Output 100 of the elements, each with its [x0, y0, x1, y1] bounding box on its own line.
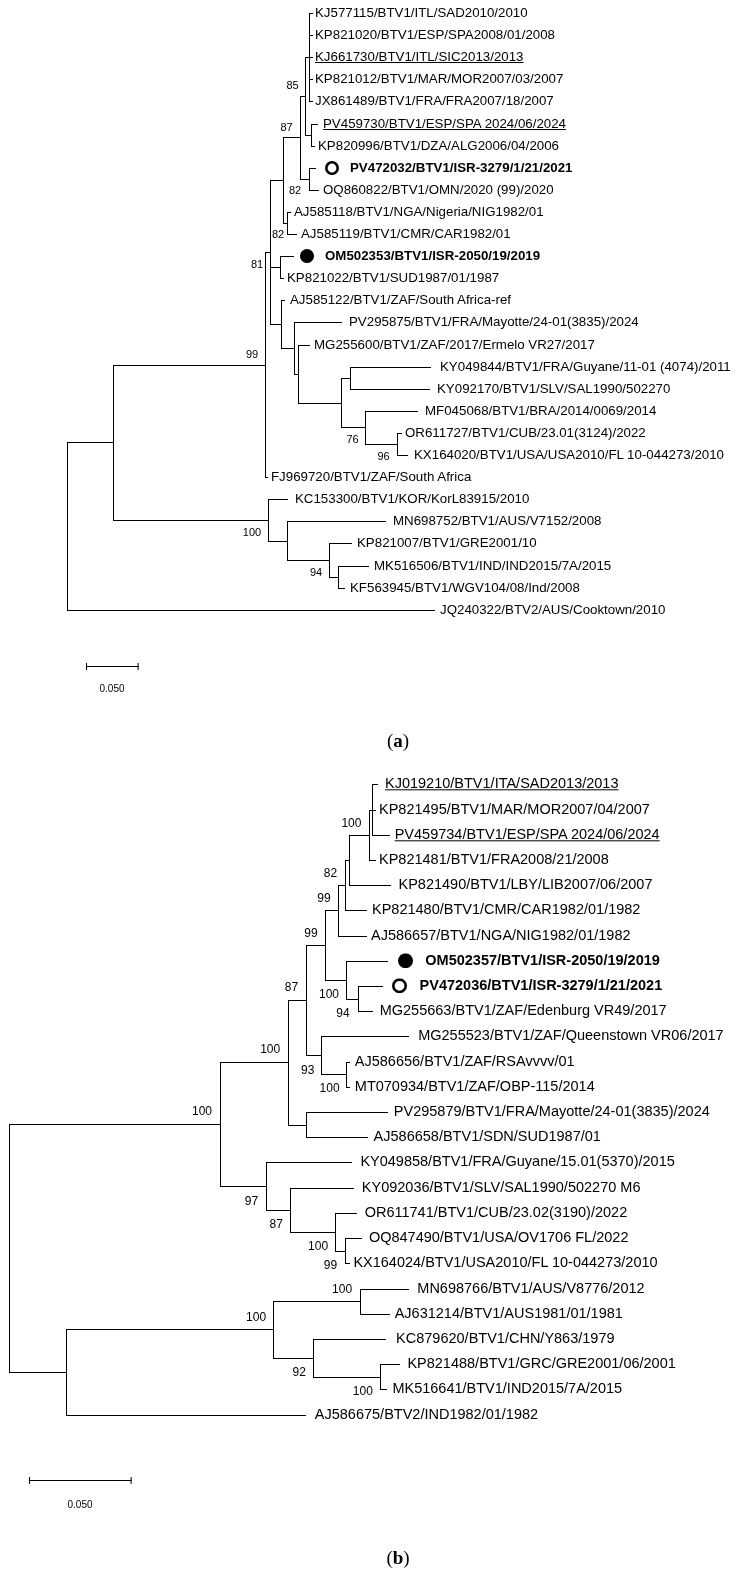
branch-line [220, 1186, 267, 1187]
branch-line [113, 520, 269, 521]
bootstrap-value: 87 [269, 1218, 283, 1230]
branch-line [338, 936, 368, 937]
bootstrap-value: 94 [336, 1007, 350, 1019]
branch-line [346, 1087, 351, 1088]
branch-line [341, 378, 351, 379]
branch-line [372, 784, 379, 785]
bootstrap-value: 93 [301, 1063, 315, 1076]
taxon-label: PV472036/BTV1/ISR-3279/1/21/2021 [419, 977, 663, 995]
branch-line [280, 256, 295, 257]
bootstrap-value: 100 [332, 1283, 353, 1296]
branch-line [335, 1213, 358, 1214]
taxon-label: MG255600/BTV1/ZAF/2017/Ermelo VR27/2017 [314, 336, 595, 353]
branch-line [283, 223, 288, 224]
branch-line [313, 1377, 381, 1378]
branch-line [220, 1062, 289, 1063]
branch-line [346, 961, 389, 962]
bootstrap-value: 87 [280, 121, 293, 133]
branch-line [309, 101, 314, 102]
branch-line [372, 810, 377, 811]
branch-line [9, 1372, 67, 1373]
bootstrap-value: 82 [271, 228, 285, 240]
branch-line [350, 367, 432, 368]
branch-line [287, 521, 387, 522]
branch-line [309, 190, 320, 191]
branch-line [66, 1329, 274, 1330]
taxon-label: KJ019210/BTV1/ITA/SAD2013/2013 [385, 775, 619, 793]
branch-line [270, 267, 281, 268]
branch-line [67, 610, 436, 611]
branch-line [345, 1263, 351, 1264]
branch-line [309, 57, 314, 58]
branch-line [288, 1000, 307, 1001]
taxon-label: KP821481/BTV1/FRA2008/21/2008 [379, 851, 609, 869]
taxon-label: KP821022/BTV1/SUD1987/01/1987 [287, 270, 500, 287]
branch-line [281, 348, 295, 349]
branch-line [372, 835, 391, 836]
taxon-label: OM502357/BTV1/ISR-2050/19/2019 [425, 952, 660, 970]
bootstrap-value: 82 [323, 866, 338, 879]
branch-line [365, 411, 419, 412]
branch-line [329, 577, 339, 578]
branch-line [290, 1188, 355, 1189]
bootstrap-value: 100 [319, 1081, 340, 1094]
taxon-label: MN698752/BTV1/AUS/V7152/2008 [393, 513, 602, 530]
branch-line [325, 980, 347, 981]
branch-line [300, 96, 306, 97]
taxon-label: OR611741/BTV1/CUB/23.02(3190)/2022 [364, 1204, 628, 1222]
branch-line [281, 300, 286, 301]
branch-line [309, 35, 314, 36]
branch-line [306, 1112, 389, 1113]
branch-line [313, 1339, 387, 1340]
scale-value: 0.050 [99, 684, 125, 694]
bootstrap-value: 92 [292, 1365, 306, 1378]
branch-line [273, 1358, 314, 1359]
branch-line [345, 860, 350, 861]
bootstrap-value: 82 [288, 184, 302, 196]
branch-line [306, 945, 326, 946]
branch-line [266, 1162, 353, 1163]
bootstrap-value: 100 [308, 1239, 329, 1252]
taxon-label: OR611727/BTV1/CUB/23.01(3124)/2022 [405, 424, 646, 441]
taxon-label: KP821020/BTV1/ESP/SPA2008/01/2008 [315, 27, 555, 44]
branch-line [358, 1011, 374, 1012]
branch-line [397, 433, 403, 434]
taxon-label: KP821490/BTV1/LBY/LIB2007/06/2007 [398, 876, 653, 894]
branch-line [266, 1210, 291, 1211]
bootstrap-value: 100 [341, 816, 362, 829]
bootstrap-value: 99 [323, 1259, 338, 1272]
taxon-label: OM502353/BTV1/ISR-2050/19/2019 [325, 248, 541, 265]
bootstrap-value: 87 [284, 980, 299, 993]
branch-line [360, 1289, 410, 1290]
bootstrap-value: 94 [309, 566, 323, 578]
branch-line [349, 885, 392, 886]
bootstrap-value: 100 [260, 1043, 281, 1056]
taxon-label: PV472032/BTV1/ISR-3279/1/21/2021 [350, 159, 573, 176]
branch-line [360, 1314, 391, 1315]
taxon-label: AJ586675/BTV2/IND1982/01/1982 [314, 1405, 539, 1424]
branch-line [309, 79, 314, 80]
branch-line [287, 234, 298, 235]
bootstrap-value: 100 [319, 988, 339, 1001]
branch-line [321, 1074, 347, 1075]
branch-line [380, 1364, 401, 1365]
branch-line [67, 442, 114, 443]
panel-label: (a) [386, 730, 410, 750]
taxon-label: KJ661730/BTV1/ITL/SIC2013/2013 [315, 49, 524, 66]
branch-line [273, 1301, 361, 1302]
branch-line [294, 322, 343, 323]
taxon-label: AJ586657/BTV1/NGA/NIG1982/01/1982 [371, 926, 631, 945]
bootstrap-value: 96 [377, 450, 390, 462]
branch-line [9, 1124, 221, 1125]
taxon-label: MF045068/BTV1/BRA/2014/0069/2014 [425, 402, 657, 419]
branch-line [350, 389, 431, 390]
taxon-label: AJ585119/BTV1/CMR/CAR1982/01 [301, 226, 511, 242]
bootstrap-value: 81 [250, 258, 264, 270]
branch-line [380, 1389, 388, 1390]
branch-line [306, 1055, 322, 1056]
branch-line [346, 1062, 351, 1063]
taxon-label: KP821012/BTV1/MAR/MOR2007/03/2007 [315, 71, 564, 88]
branch-line [397, 455, 409, 456]
branch-line [270, 180, 284, 181]
taxon-label: KX164020/BTV1/USA/USA2010/FL 10-044273/2010 [414, 447, 724, 463]
